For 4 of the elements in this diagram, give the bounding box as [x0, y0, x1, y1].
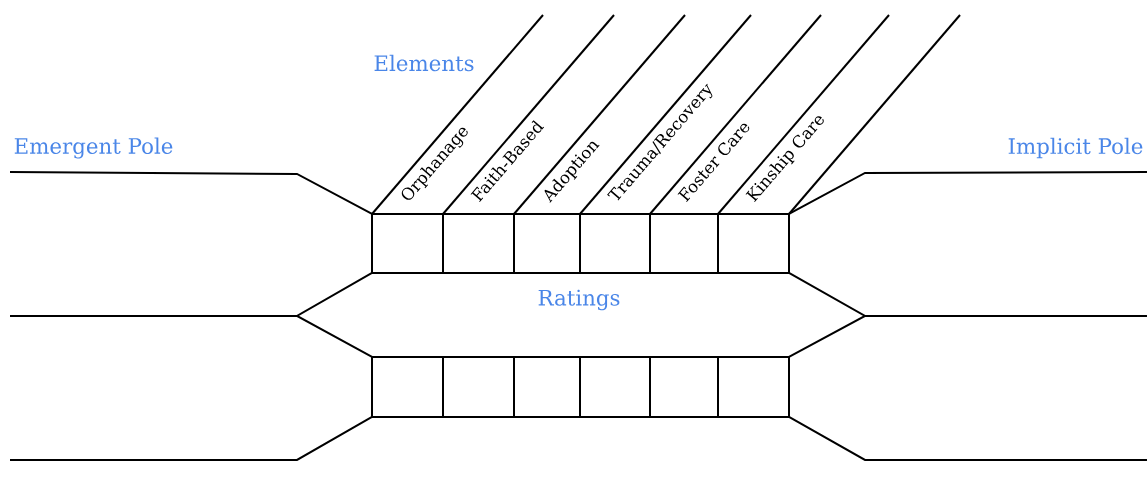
heading-label: Emergent Pole — [14, 137, 173, 159]
heading-label: Ratings — [538, 289, 620, 311]
heading-label: Elements — [374, 54, 474, 72]
heading-label: Implicit Pole — [1008, 137, 1143, 159]
